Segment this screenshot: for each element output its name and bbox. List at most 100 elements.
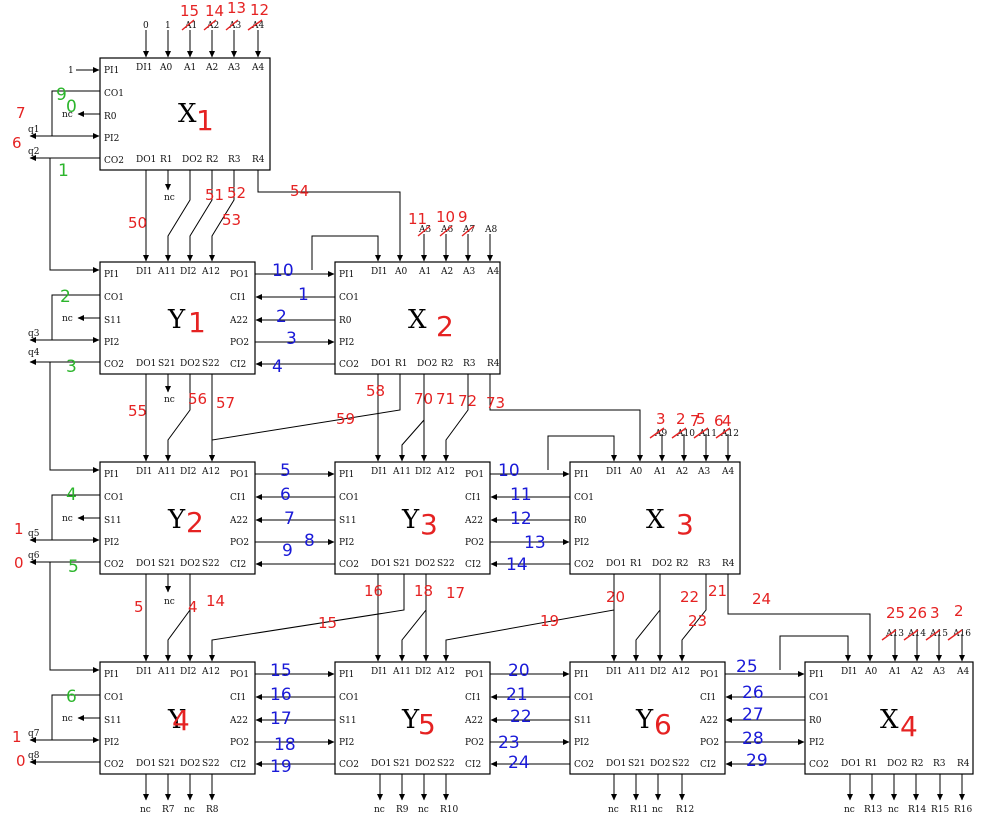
x4-pin-top-a0: A0 — [864, 667, 877, 677]
x1-pin-bottom-r1: R1 — [160, 155, 173, 165]
x2-pin-bottom-r3: R3 — [463, 359, 476, 369]
red-strike — [225, 19, 239, 31]
red-annotation: 0 — [14, 554, 24, 572]
x3-pin-bottom-r2: R2 — [676, 559, 689, 569]
y1-pin-left-s11: S11 — [104, 316, 122, 326]
x4-pin-bottom-r3: R3 — [933, 759, 946, 769]
green-annotation: 1 — [58, 161, 69, 181]
svg-text:q1: q1 — [28, 125, 40, 135]
red-annotation: 1 — [12, 728, 22, 746]
blue-annotation: 26 — [742, 683, 764, 703]
y3-pin-left-pi2: PI2 — [339, 538, 354, 548]
y2-pin-top-a12: A12 — [201, 467, 220, 477]
y2-pin-top-a11: A11 — [157, 467, 176, 477]
x2-pin-bottom-r4: R4 — [487, 359, 500, 369]
red-strike — [247, 19, 263, 31]
x3-pin-top-a2: A2 — [675, 467, 688, 477]
svg-text:nc: nc — [62, 314, 73, 324]
x4-pin-top-a4: A4 — [956, 667, 969, 677]
red-annotation: 19 — [540, 612, 559, 630]
x2-pin-bottom-do1: DO1 — [371, 359, 391, 369]
svg-text:Y: Y — [401, 705, 420, 735]
blue-annotation: 2 — [276, 307, 287, 327]
red-annotation: 3 — [656, 410, 666, 428]
blue-annotation: 14 — [506, 555, 528, 575]
svg-text:nc: nc — [62, 110, 73, 120]
svg-text:R11: R11 — [630, 805, 648, 815]
x4-pin-bottom-r2: R2 — [911, 759, 924, 769]
y1-pin-right-po1: PO1 — [230, 270, 249, 280]
x3-top-inputs: A9 A10 A11 A12 — [654, 429, 739, 462]
svg-text:A1: A1 — [184, 21, 197, 31]
svg-text:Y: Y — [167, 305, 186, 335]
x1-pin-left-co1: CO1 — [104, 89, 124, 99]
blue-annotation: 19 — [270, 757, 292, 777]
svg-text:R12: R12 — [676, 805, 694, 815]
green-annotation: 9 — [56, 85, 67, 105]
svg-text:A9: A9 — [654, 429, 667, 439]
y5-pin-right-a22: A22 — [464, 716, 483, 726]
x1-pin-top-a2: A2 — [205, 63, 218, 73]
x3-pin-left-pi1: PI1 — [574, 470, 589, 480]
y2-pin-left-co2: CO2 — [104, 560, 124, 570]
svg-text:nc: nc — [140, 805, 151, 815]
red-strike — [947, 629, 963, 641]
svg-text:nc: nc — [62, 714, 73, 724]
blue-annotation: 13 — [524, 533, 546, 553]
x3-pin-top-a3: A3 — [697, 467, 710, 477]
red-annotation: 0 — [16, 752, 26, 770]
svg-text:A13: A13 — [885, 629, 904, 639]
red-annotation: 10 — [436, 208, 455, 226]
block-y1: Y 1 — [99, 261, 256, 375]
x1-pin-bottom-r2: R2 — [206, 155, 219, 165]
y2-pin-left-pi1: PI1 — [104, 470, 119, 480]
y5-pin-top-di1: DI1 — [371, 667, 388, 677]
red-annotation: 72 — [458, 392, 477, 410]
svg-text:nc: nc — [164, 597, 175, 607]
block-y5: Y 5 — [334, 661, 491, 775]
red-strike — [439, 225, 453, 237]
x1-pin-left-pi2: PI2 — [104, 134, 119, 144]
vertical-links: nc nc nc — [143, 170, 873, 670]
y6-pin-left-pi1: PI1 — [574, 670, 589, 680]
svg-text:A12: A12 — [720, 429, 739, 439]
blue-annotation: 7 — [284, 509, 295, 529]
x3-pin-left-co1: CO1 — [574, 493, 594, 503]
red-annotation: 70 — [414, 390, 433, 408]
y1-pin-right-a22: A22 — [229, 316, 248, 326]
x3-pin-top-a1: A1 — [653, 467, 666, 477]
svg-text:A16: A16 — [952, 629, 971, 639]
svg-text:nc: nc — [652, 805, 663, 815]
blue-annotation: 18 — [274, 735, 296, 755]
x4-pin-top-a3: A3 — [932, 667, 945, 677]
x2-pin-top-di1: DI1 — [371, 267, 388, 277]
red-annotation: 21 — [708, 582, 727, 600]
y5-pin-bottom-do2: DO2 — [415, 759, 435, 769]
red-annotation: 17 — [446, 584, 465, 602]
y2-pin-bottom-do2: DO2 — [180, 559, 200, 569]
y4-pin-bottom-do2: DO2 — [180, 759, 200, 769]
blue-annotation: 27 — [742, 705, 764, 725]
y5-pin-left-co1: CO1 — [339, 693, 359, 703]
red-annotation: 14 — [206, 592, 225, 610]
red-annotation: 24 — [752, 590, 771, 608]
block-x2: X 2 — [334, 261, 501, 375]
y5-pin-right-po2: PO2 — [465, 738, 484, 748]
x3-pin-left-r0: R0 — [574, 516, 587, 526]
svg-text:4: 4 — [172, 704, 190, 737]
y1-pin-left-co2: CO2 — [104, 360, 124, 370]
red-annotation: 2 — [676, 410, 686, 428]
x4-pin-left-r0: R0 — [809, 716, 822, 726]
x1-pin-top-a4: A4 — [251, 63, 264, 73]
y4-pin-left-s11: S11 — [104, 716, 122, 726]
blue-annotation: 9 — [282, 541, 293, 561]
x2-pin-top-a0: A0 — [394, 267, 407, 277]
red-strike — [181, 19, 195, 31]
x1-pin-top-a1: A1 — [183, 63, 196, 73]
y2-pin-right-ci2: CI2 — [230, 560, 246, 570]
blue-annotation: 25 — [736, 657, 758, 677]
svg-text:0: 0 — [143, 21, 149, 31]
red-annotation: 14 — [205, 2, 224, 20]
y3-pin-bottom-do2: DO2 — [415, 559, 435, 569]
